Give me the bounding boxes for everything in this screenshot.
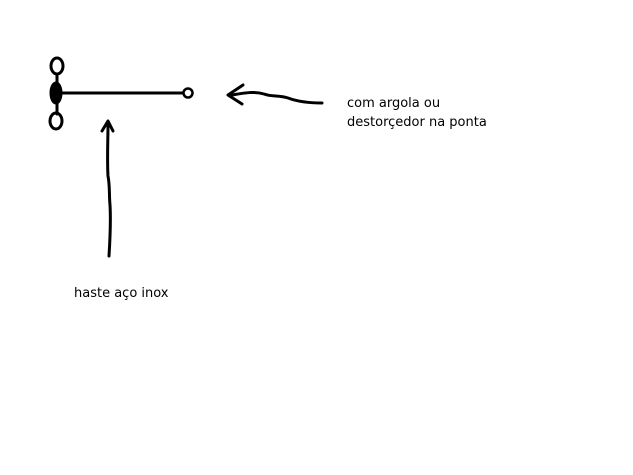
rod-annotation: haste aço inox <box>74 286 169 301</box>
tip-annotation: com argola ou destorçedor na ponta <box>347 94 487 132</box>
tip-annotation-line-2: destorçedor na ponta <box>347 115 487 130</box>
rod-arrow-shaft <box>106 122 112 258</box>
swivel-top-ring <box>49 56 65 76</box>
tip-ring <box>182 87 194 99</box>
rod-arrow-head <box>100 119 115 133</box>
tip-arrow-shaft <box>230 90 324 105</box>
swivel-body <box>49 81 63 105</box>
swivel-bottom-ring <box>48 111 64 131</box>
tip-annotation-line-1: com argola ou <box>347 96 441 111</box>
tip-arrow-head <box>226 83 245 106</box>
